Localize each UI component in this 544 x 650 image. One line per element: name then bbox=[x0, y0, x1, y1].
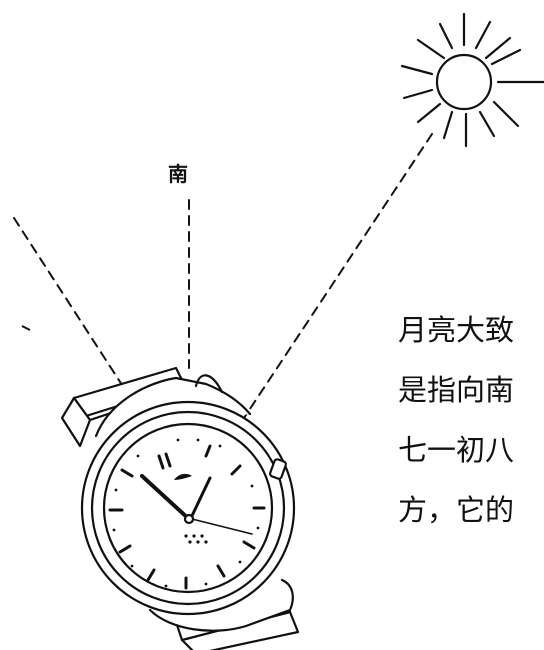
sun-icon bbox=[400, 12, 544, 148]
caption-text: 月亮大致 是指向南 七一初八 方，它的 bbox=[398, 300, 544, 540]
caption-line-2: 是指向南 bbox=[398, 373, 515, 407]
caption-line-1: 月亮大致 bbox=[398, 313, 515, 347]
bisector-line bbox=[13, 217, 125, 389]
sun-direction-line bbox=[235, 133, 433, 431]
caption-line-3: 七一初八 bbox=[398, 433, 515, 467]
south-label: 南 bbox=[168, 162, 188, 186]
caption-line-4: 方，它的 bbox=[398, 493, 515, 527]
wristwatch-icon bbox=[60, 366, 300, 650]
